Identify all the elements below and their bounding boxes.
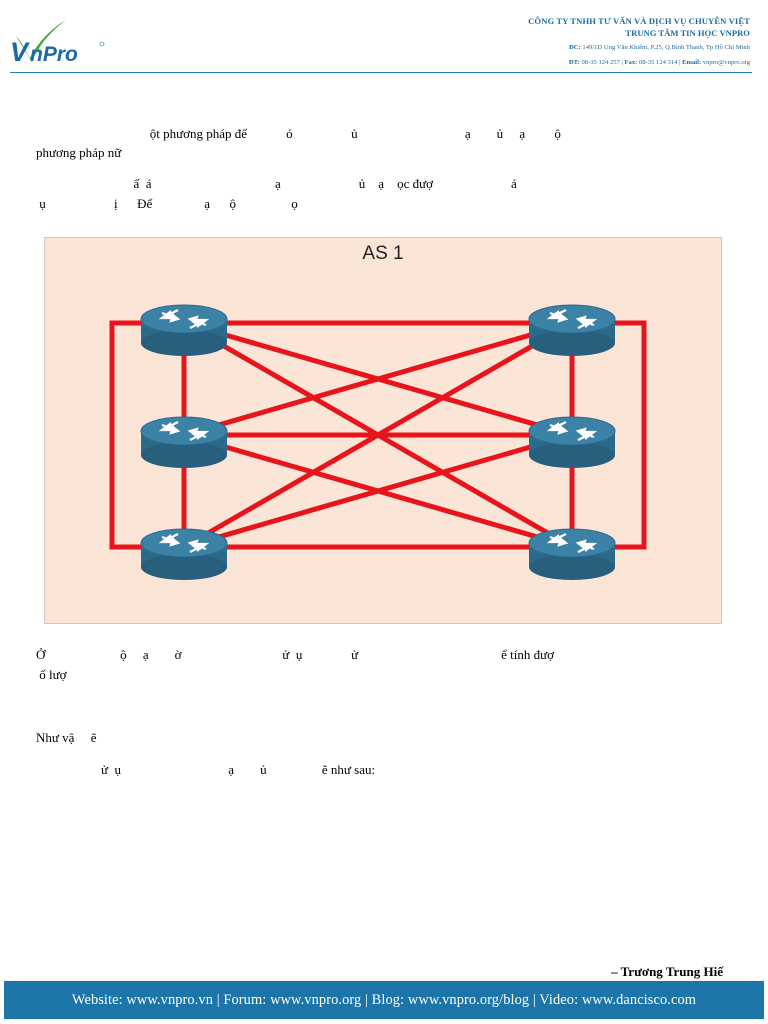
router-icon [140,304,228,356]
router-icon [528,416,616,468]
paragraph-2-line-2: ụ ị Để ạ ộ ọ [36,196,298,211]
router-icon [528,304,616,356]
paragraph-1-line-1: ột phương pháp để ó ủ ạ ủ ạ ộ [36,126,561,141]
router-icon [140,528,228,580]
company-info: CÔNG TY TNHH TƯ VẤN VÀ DỊCH VỤ CHUYÊN VI… [450,15,750,70]
company-address: ĐC: 149/1D Ung Văn Khiêm, P.25, Q.Bình T… [569,44,750,51]
link-3-5 [183,432,573,550]
center-name: TRUNG TÂM TIN HỌC VNPRO [625,28,750,38]
router-icon [528,528,616,580]
svg-text:V: V [10,37,30,66]
vnpro-logo: V nPro [10,20,105,66]
router-icon [140,416,228,468]
svg-text:nPro: nPro [30,43,78,66]
link-3-4 [182,320,574,550]
footer-links: Website: www.vnpro.vn | Forum: www.vnpro… [71,991,697,1008]
header-divider [10,72,752,73]
paragraph-1-line-2: phương pháp nữ [36,145,122,160]
company-contacts: ĐT: 08-35 124 257 | Fax: 08-35 124 314 |… [568,59,750,66]
paragraph-4: Như vậ ẽ [36,730,97,745]
paragraph-2-line-1: ấ á ạ ủ ạ ọc đượ á [36,176,517,191]
link-2-4 [183,320,573,438]
paragraph-5: ử ụ ạ ủ ẽ như sau: [36,762,376,777]
paragraph-3-line-2: ố lượ [36,667,67,682]
footer-bar: Website: www.vnpro.vn | Forum: www.vnpro… [4,981,764,1019]
paragraph-3-line-1: Ở ộ ạ ờ ử ụ ử ể tính đượ [36,647,555,662]
company-name: CÔNG TY TNHH TƯ VẤN VÀ DỊCH VỤ CHUYÊN VI… [528,16,750,26]
routers [140,304,616,580]
diagram-title: AS 1 [362,243,403,264]
network-diagram: AS 1 [44,237,722,624]
author-signature: – Trương Trung Hiế [611,964,723,979]
